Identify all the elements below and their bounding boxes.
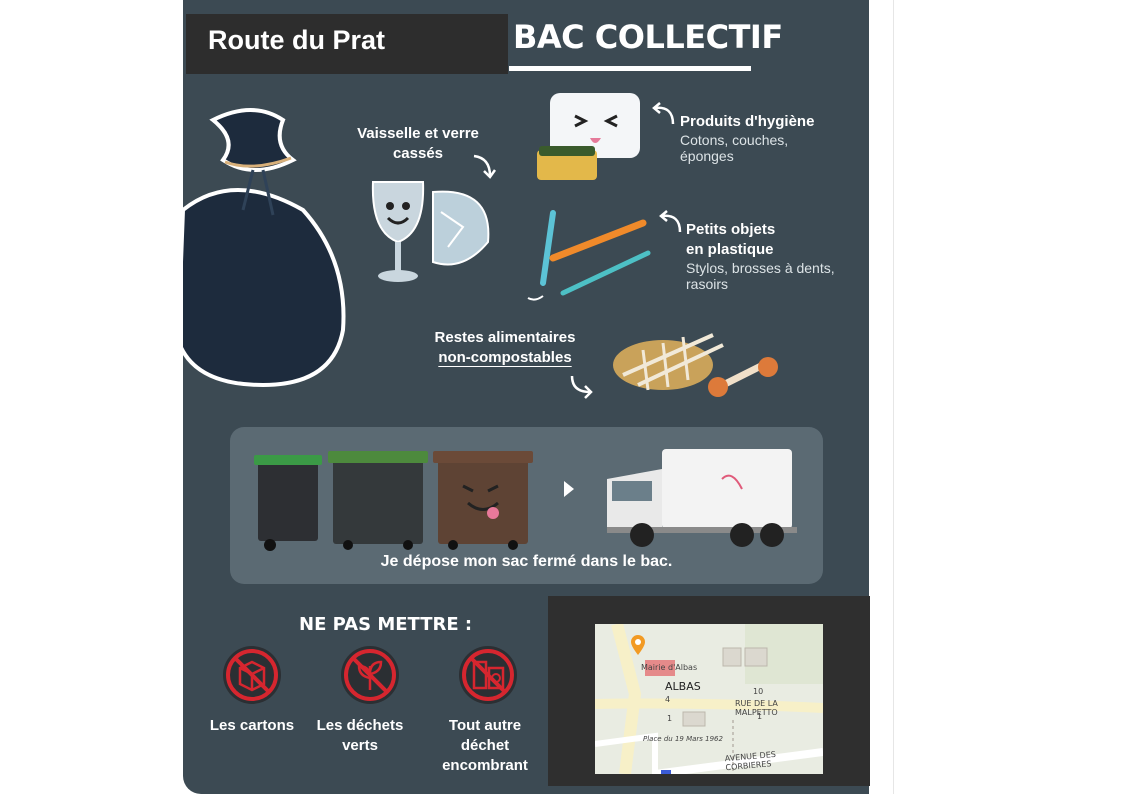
hygiene-subtitle: Cotons, couches, éponges — [680, 132, 789, 164]
play-arrow-icon — [564, 481, 574, 497]
map-number: 1 — [667, 714, 673, 723]
arrow-icon — [473, 154, 497, 179]
forbidden-green-waste-label: Les déchets verts — [316, 717, 404, 754]
bin-panel: Je dépose mon sac fermé dans le bac. — [230, 427, 823, 584]
map-square-label: Place du 19 Mars 1962 — [643, 735, 723, 743]
bins-caption: Je dépose mon sac fermé dans le bac. — [380, 553, 673, 570]
dishes-label: Vaisselle et verre cassés — [357, 125, 479, 162]
location-label: Route du Prat — [186, 14, 508, 74]
no-green-waste-icon — [341, 646, 399, 704]
arrow-icon — [652, 102, 675, 125]
arrow-icon — [570, 375, 593, 399]
map-town-label: ALBAS — [665, 680, 701, 693]
plastic-objects-illustration — [527, 210, 651, 301]
bins-illustration — [254, 451, 533, 551]
map-number: 10 — [753, 687, 764, 696]
no-bulky-waste-icon — [459, 646, 517, 704]
hygiene-products-illustration — [537, 93, 640, 180]
arrow-icon — [659, 210, 682, 233]
hygiene-label: Produits d'hygiène Cotons, couches, épon… — [680, 112, 850, 164]
map-frame: Mairie d'Albas ALBAS 10 4 RUE DE LA MALP… — [548, 596, 870, 786]
map-town-hall-label: Mairie d'Albas — [641, 663, 698, 672]
map-number: 4 — [665, 695, 671, 704]
no-cardboard-icon — [223, 646, 281, 704]
map-street-label: RUE DE LA MALPETTO — [735, 699, 778, 717]
plastic-title: Petits objets en plastique — [686, 221, 776, 258]
hygiene-title: Produits d'hygiène — [680, 113, 815, 130]
garbage-truck-illustration — [607, 449, 797, 547]
broken-glass-illustration — [371, 181, 490, 282]
poster-title: BAC COLLECTIF — [513, 18, 783, 56]
food-line1: Restes alimentaires — [434, 329, 576, 346]
location-pin-icon — [631, 635, 645, 655]
forbidden-cardboard-label: Les cartons — [209, 717, 295, 734]
plastic-subtitle: Stylos, brosses à dents, rasoirs — [686, 260, 835, 292]
title-underline — [509, 66, 751, 71]
location-map[interactable]: Mairie d'Albas ALBAS 10 4 RUE DE LA MALP… — [595, 624, 823, 774]
collective-bin-poster: Route du Prat BAC COLLECTIF Vaisselle et… — [183, 0, 869, 794]
food-label: Restes alimentaires non-compostables — [415, 328, 595, 368]
page-divider — [893, 0, 894, 794]
plastic-label: Petits objets en plastique Stylos, bross… — [686, 220, 856, 292]
food-line2: non-compostables — [438, 349, 572, 366]
food-scraps-illustration — [613, 333, 778, 397]
map-number: 1 — [757, 712, 763, 721]
forbidden-title: NE PAS METTRE : — [299, 614, 473, 635]
trash-bag-illustration — [183, 108, 346, 388]
map-streets — [595, 624, 823, 774]
forbidden-bulky-label: Tout autre déchet encombrant — [442, 717, 528, 774]
